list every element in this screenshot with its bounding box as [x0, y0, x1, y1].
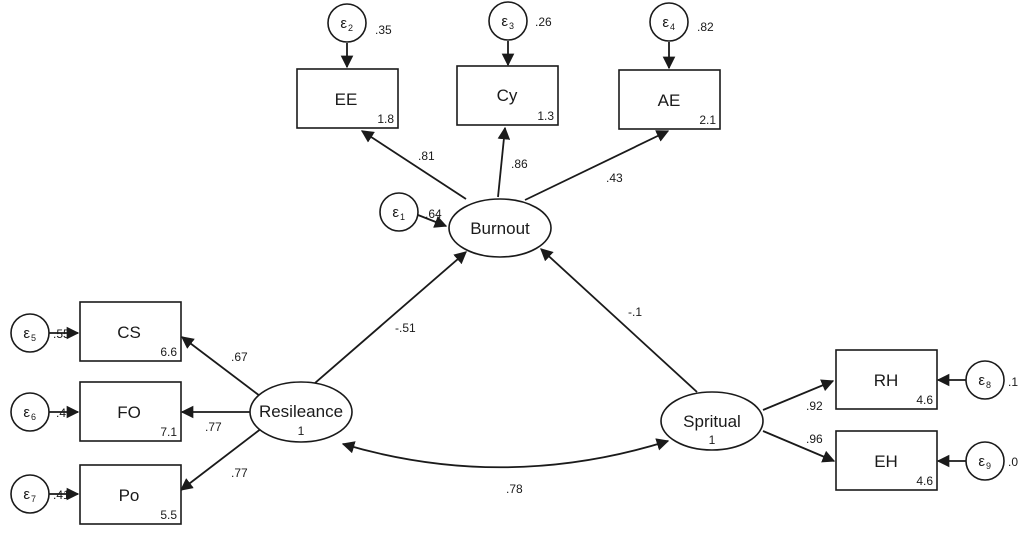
- error-e2: ε 2: [327, 3, 367, 43]
- e3-variance: .26: [535, 15, 552, 29]
- burnout-to-ae-path: [524, 130, 670, 201]
- coef-spritual-burnout: -.1: [628, 305, 642, 319]
- svg-text:1.8: 1.8: [377, 112, 394, 126]
- svg-text:ε: ε: [23, 486, 30, 503]
- spritual-to-rh-path: [762, 379, 835, 411]
- e2-variance: .35: [375, 23, 392, 37]
- error-e8: ε 8: [965, 360, 1005, 400]
- latent-burnout: Burnout: [448, 198, 552, 258]
- spritual-to-burnout-path: [540, 248, 698, 393]
- resileance-spritual-covariance: [341, 438, 670, 469]
- svg-text:ε: ε: [501, 13, 508, 30]
- svg-text:Spritual: Spritual: [683, 412, 741, 431]
- svg-text:ε: ε: [662, 14, 669, 31]
- coef-resileance-po: .77: [231, 466, 248, 480]
- observed-box-cy: Cy 1.3: [456, 65, 559, 126]
- coef-resileance-burnout: -.51: [395, 321, 416, 335]
- svg-text:ε: ε: [978, 372, 985, 389]
- error-e5: ε 5: [10, 313, 50, 353]
- svg-text:7: 7: [31, 494, 36, 504]
- resileance-to-po-path: [179, 427, 263, 491]
- svg-text:8: 8: [986, 380, 991, 390]
- svg-text:FO: FO: [117, 403, 141, 422]
- svg-text:3: 3: [509, 21, 514, 31]
- latent-spritual: Spritual 1: [660, 391, 764, 451]
- e1-to-burnout-arrow: [417, 214, 448, 228]
- e1-variance: .64: [425, 207, 442, 221]
- svg-text:4.6: 4.6: [916, 474, 933, 488]
- svg-text:1.3: 1.3: [537, 109, 554, 123]
- e5-variance: .55: [53, 327, 70, 341]
- observed-box-po: Po 5.5: [79, 464, 182, 525]
- e8-variance: .1: [1008, 375, 1018, 389]
- svg-text:Po: Po: [119, 486, 140, 505]
- svg-text:4.6: 4.6: [916, 393, 933, 407]
- svg-text:9: 9: [986, 461, 991, 471]
- spritual-to-eh-path: [762, 430, 836, 463]
- observed-box-fo: FO 7.1: [79, 381, 182, 442]
- svg-text:2: 2: [348, 23, 353, 33]
- svg-text:Resileance: Resileance: [259, 402, 343, 421]
- svg-text:ε: ε: [23, 404, 30, 421]
- error-e3: ε 3: [488, 1, 528, 41]
- error-e4: ε 4: [649, 2, 689, 42]
- coef-resileance-cs: .67: [231, 350, 248, 364]
- e4-variance: .82: [697, 20, 714, 34]
- svg-text:4: 4: [670, 22, 675, 32]
- svg-text:6: 6: [31, 412, 36, 422]
- observed-box-cs: CS 6.6: [79, 301, 182, 362]
- resileance-to-cs-path: [180, 336, 261, 397]
- coef-burnout-ae: .43: [606, 171, 623, 185]
- e7-variance: .41: [53, 488, 70, 502]
- coef-resileance-fo: .77: [205, 420, 222, 434]
- svg-text:5.5: 5.5: [160, 508, 177, 522]
- resileance-to-burnout-path: [314, 251, 467, 384]
- svg-text:ε: ε: [340, 15, 347, 32]
- svg-text:1: 1: [709, 433, 716, 447]
- svg-text:1: 1: [298, 424, 305, 438]
- error-e9: ε 9: [965, 441, 1005, 481]
- svg-text:6.6: 6.6: [160, 345, 177, 359]
- svg-text:ε: ε: [23, 325, 30, 342]
- svg-text:2.1: 2.1: [699, 113, 716, 127]
- svg-text:RH: RH: [874, 371, 899, 390]
- e9-variance: .0: [1008, 455, 1018, 469]
- coef-burnout-ee: .81: [418, 149, 435, 163]
- coef-spritual-eh: .96: [806, 432, 823, 446]
- svg-text:5: 5: [31, 333, 36, 343]
- coef-resileance-spritual-cov: .78: [506, 482, 523, 496]
- svg-text:EE: EE: [335, 90, 358, 109]
- svg-text:ε: ε: [392, 204, 399, 221]
- error-e1: ε 1: [379, 192, 419, 232]
- svg-text:ε: ε: [978, 453, 985, 470]
- observed-box-rh: RH 4.6: [835, 349, 938, 410]
- coef-spritual-rh: .92: [806, 399, 823, 413]
- observed-box-eh: EH 4.6: [835, 430, 938, 491]
- svg-text:1: 1: [400, 212, 405, 222]
- observed-box-ee: EE 1.8: [296, 68, 399, 129]
- coef-burnout-cy: .86: [511, 157, 528, 171]
- e6-variance: .4: [56, 406, 66, 420]
- burnout-to-cy-path: [497, 126, 511, 198]
- svg-text:7.1: 7.1: [160, 425, 177, 439]
- svg-text:Burnout: Burnout: [470, 219, 530, 238]
- svg-text:AE: AE: [658, 91, 681, 110]
- svg-text:Cy: Cy: [497, 86, 518, 105]
- svg-text:CS: CS: [117, 323, 141, 342]
- burnout-to-ee-path: [360, 130, 467, 200]
- observed-box-ae: AE 2.1: [618, 69, 721, 130]
- latent-resileance: Resileance 1: [249, 381, 353, 443]
- error-e6: ε 6: [10, 392, 50, 432]
- error-e7: ε 7: [10, 474, 50, 514]
- svg-text:EH: EH: [874, 452, 898, 471]
